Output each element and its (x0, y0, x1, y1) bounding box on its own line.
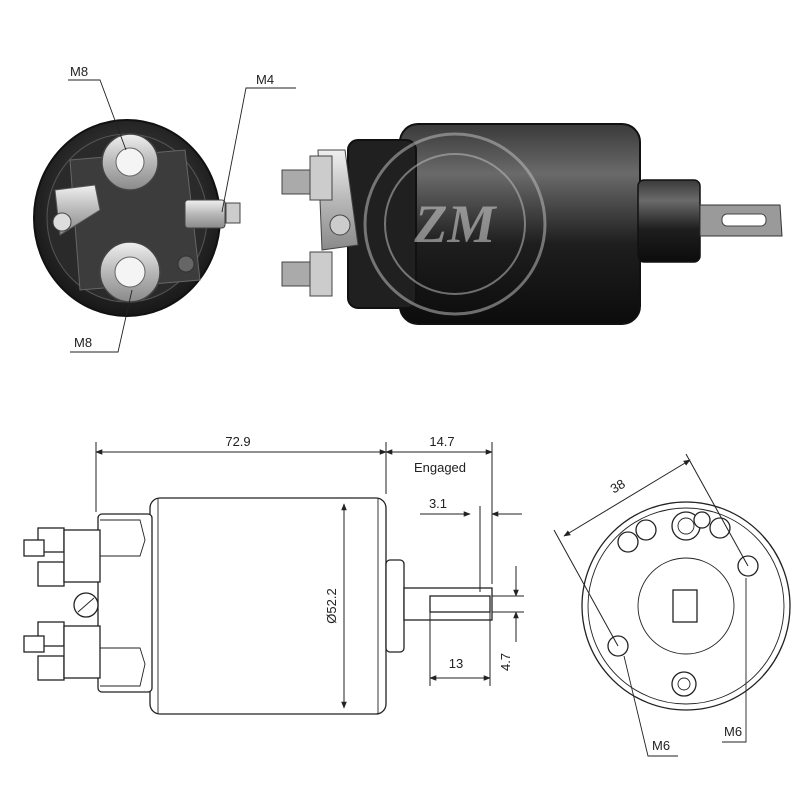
callout-m4: M4 (256, 72, 274, 87)
dim-bolt-spacing: 38 (608, 476, 628, 496)
bottom-m8-terminal-icon (99, 241, 161, 303)
drawing-end-view: 38 M6 M6 (553, 453, 791, 757)
dim-diameter: Ø52.2 (324, 588, 339, 623)
zm-logo-watermark: ZM (363, 132, 547, 316)
drawing-side-view: 72.9 14.7 Engaged 3.1 Ø52.2 13 4.7 (23, 434, 524, 715)
dim-stroke: 14.7 (429, 434, 454, 449)
dim-plunger-length: 13 (449, 656, 463, 671)
dim-plunger-step: 3.1 (429, 496, 447, 511)
callout-m8-bottom: M8 (74, 335, 92, 350)
callout-m6-left: M6 (652, 738, 670, 753)
dim-length: 72.9 (225, 434, 250, 449)
top-m8-terminal-icon (101, 133, 159, 191)
callout-m6-right: M6 (724, 724, 742, 739)
photo-end-view: M8 M4 M8 (33, 64, 296, 353)
dim-stroke-note: Engaged (414, 460, 466, 475)
zm-logo-text: ZM (414, 194, 498, 254)
strap-bolt-icon (52, 212, 72, 232)
photo-side-view: ZM (281, 123, 783, 325)
dim-slot-width: 4.7 (498, 653, 513, 671)
callout-m8-top: M8 (70, 64, 88, 79)
